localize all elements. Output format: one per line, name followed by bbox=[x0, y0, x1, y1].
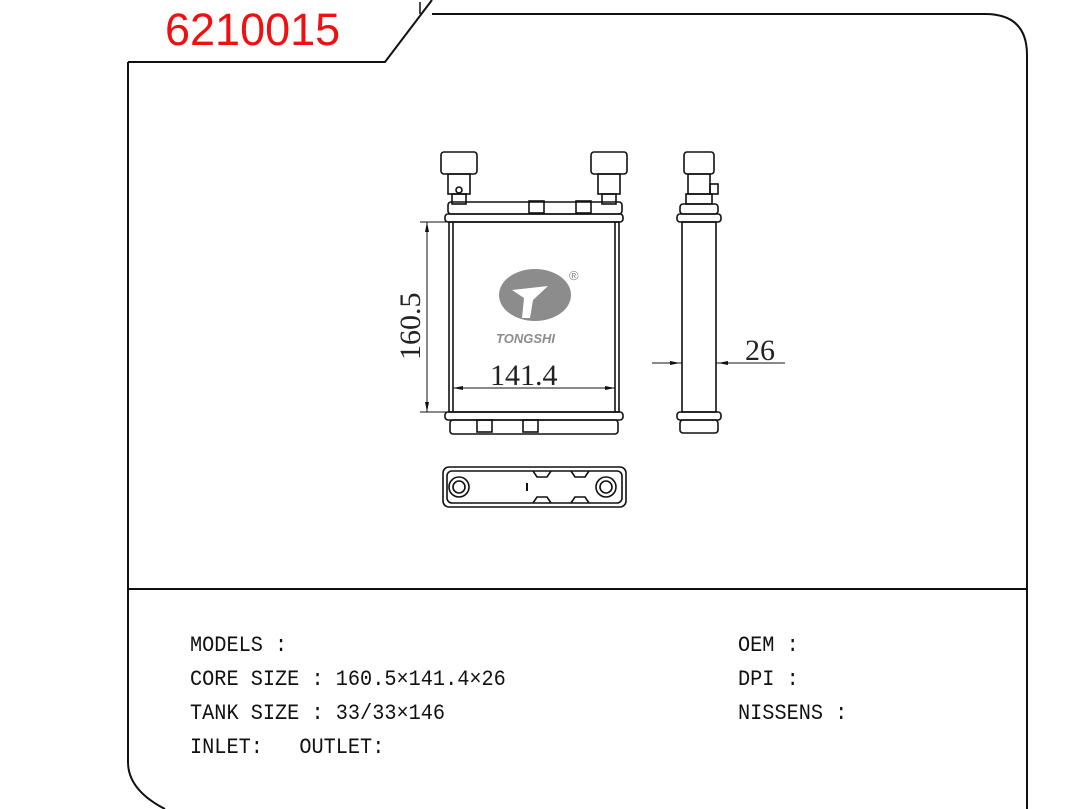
oem-label: OEM : bbox=[738, 633, 799, 658]
height-dimension: 160.5 bbox=[394, 293, 427, 361]
core-size: CORE SIZE : 160.5×141.4×26 bbox=[190, 667, 506, 692]
heater-core-bottom-view bbox=[442, 466, 627, 508]
heater-core-front-view bbox=[420, 151, 628, 435]
width-dimension: 141.4 bbox=[490, 359, 558, 392]
dpi-label: DPI : bbox=[738, 667, 799, 692]
inlet-outlet: INLET: OUTLET: bbox=[190, 735, 385, 760]
svg-text:TONGSHI: TONGSHI bbox=[496, 331, 555, 346]
tongshi-logo: ® TONGSHI bbox=[496, 268, 579, 346]
models-label: MODELS : bbox=[190, 633, 288, 658]
svg-text:®: ® bbox=[569, 268, 579, 283]
part-number: 6210015 bbox=[165, 4, 341, 55]
nissens-label: NISSENS : bbox=[738, 701, 848, 726]
heater-core-side-view bbox=[652, 151, 785, 434]
tank-size: TANK SIZE : 33/33×146 bbox=[190, 701, 446, 726]
thickness-dimension: 26 bbox=[745, 334, 775, 367]
